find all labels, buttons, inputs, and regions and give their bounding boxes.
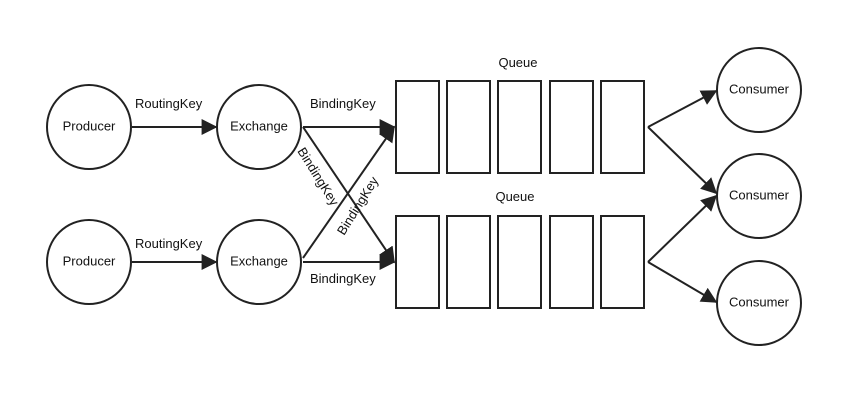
consumer-label: Consumer	[729, 294, 790, 309]
queue-1-cell	[446, 80, 491, 174]
exchange-circle	[216, 84, 302, 170]
consumer-circle	[716, 153, 802, 239]
consumer-node-3: Consumer	[716, 260, 802, 346]
routing-key-label-1: RoutingKey	[135, 96, 203, 111]
binding-key-label-diagonal-down: BindingKey	[294, 145, 342, 209]
producer-circle	[46, 219, 132, 305]
consumer-circle	[716, 47, 802, 133]
queue-1-cell	[497, 80, 542, 174]
edge-queue1-consumer2	[647, 126, 718, 195]
consumer-node-2: Consumer	[716, 153, 802, 239]
queue-2-cell	[395, 215, 440, 309]
consumer-label: Consumer	[729, 187, 790, 202]
queue-2-cell	[446, 215, 491, 309]
edge-queue2-consumer2	[647, 194, 718, 263]
producer-circle	[46, 84, 132, 170]
edge-queue2-consumer3	[647, 261, 718, 303]
exchange-circle	[216, 219, 302, 305]
producer-label: Producer	[63, 253, 116, 268]
queue-1	[395, 80, 645, 174]
consumer-label: Consumer	[729, 81, 790, 96]
producer-node-1: Producer	[46, 84, 132, 170]
exchange-label: Exchange	[230, 118, 288, 133]
edge-queue1-consumer1	[647, 90, 718, 128]
routing-key-label-2: RoutingKey	[135, 236, 203, 251]
producer-label: Producer	[63, 118, 116, 133]
queue-1-cell	[549, 80, 594, 174]
producer-node-2: Producer	[46, 219, 132, 305]
queue-2	[395, 215, 645, 309]
binding-key-label-top: BindingKey	[310, 96, 376, 111]
edge-exchange2-queue1	[302, 125, 395, 259]
queue-title-2: Queue	[495, 189, 534, 204]
consumer-node-1: Consumer	[716, 47, 802, 133]
exchange-node-1: Exchange	[216, 84, 302, 170]
queue-2-cell	[600, 215, 645, 309]
consumer-circle	[716, 260, 802, 346]
queue-title-1: Queue	[498, 55, 537, 70]
exchange-node-2: Exchange	[216, 219, 302, 305]
edge-exchange1-queue2	[302, 126, 395, 264]
queue-1-cell	[395, 80, 440, 174]
queue-2-cell	[549, 215, 594, 309]
exchange-label: Exchange	[230, 253, 288, 268]
queue-1-cell	[600, 80, 645, 174]
binding-key-label-bottom: BindingKey	[310, 271, 376, 286]
queue-2-cell	[497, 215, 542, 309]
